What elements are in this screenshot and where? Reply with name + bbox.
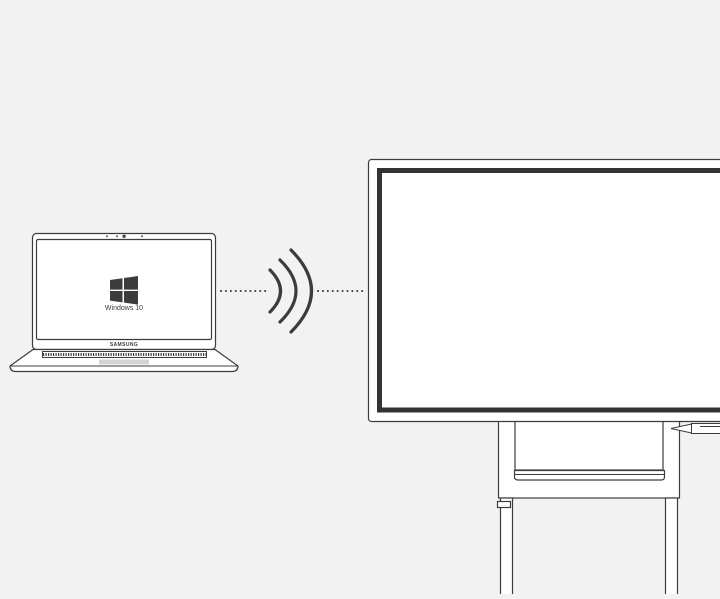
laptop-keyboard (43, 352, 207, 358)
display-screen (380, 171, 720, 411)
flip-display (369, 160, 720, 595)
display-stand (498, 421, 680, 594)
os-label: Windows 10 (105, 305, 143, 312)
brand-label: SAMSUNG (110, 342, 138, 348)
wireless-signal-icon (270, 250, 312, 332)
laptop-touchpad (99, 360, 149, 365)
